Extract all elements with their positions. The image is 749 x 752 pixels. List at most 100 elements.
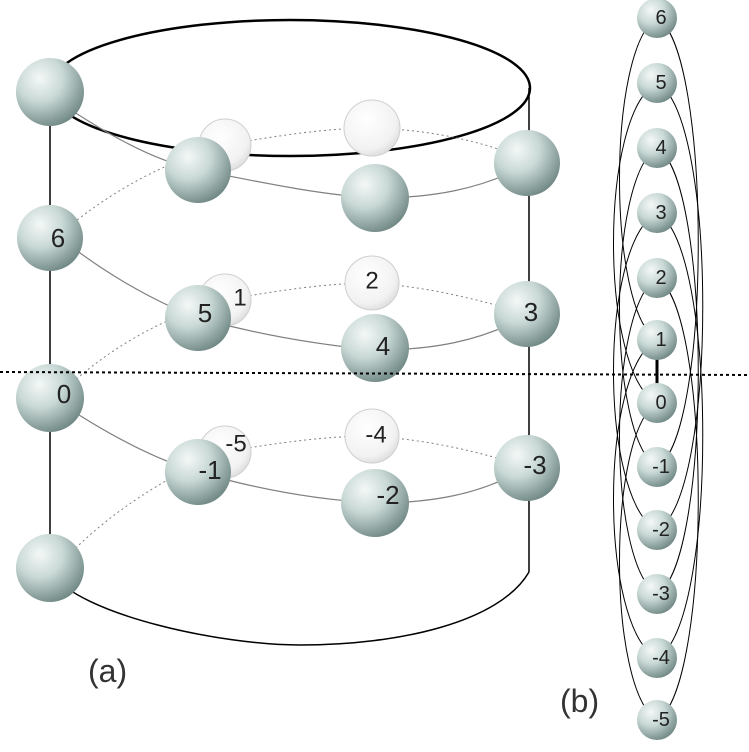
sphere (637, 0, 677, 38)
ball-label: 5 (198, 298, 212, 328)
ball-label: -1 (652, 456, 670, 478)
ball-back (343, 99, 401, 157)
sphere (637, 447, 677, 487)
chain-link (656, 17, 699, 468)
ball-label: 6 (655, 7, 666, 29)
b-ball-3: 3 (637, 193, 677, 233)
ball-label: 0 (655, 392, 666, 414)
chain-link (656, 147, 699, 595)
ball-label: 4 (376, 331, 390, 361)
sphere (165, 137, 231, 203)
b-ball-0: 0 (637, 383, 677, 423)
chain-link (656, 82, 704, 531)
sphere (637, 128, 677, 168)
ball--1: -1 (165, 439, 231, 505)
chain-link (613, 82, 658, 404)
ball (165, 137, 231, 203)
back-helix (57, 127, 528, 567)
sphere (637, 193, 677, 233)
ball-label: -2 (652, 519, 670, 541)
b-ball-2: 2 (637, 258, 677, 298)
ball-label: 6 (51, 223, 65, 253)
ball-back-2: 2 (344, 255, 400, 311)
cylinder (48, 18, 532, 646)
sphere (637, 63, 677, 103)
sphere (637, 320, 677, 360)
ball-label: 4 (655, 137, 666, 159)
ball-4: 4 (341, 314, 409, 382)
sphere (637, 700, 677, 740)
b-ball--2: -2 (637, 510, 677, 550)
ball-label: 3 (655, 202, 666, 224)
b-ball-5: 5 (637, 63, 677, 103)
cylinder-top-rim (48, 18, 532, 158)
ball-label: -1 (198, 455, 221, 485)
ball-label: -3 (652, 583, 670, 605)
ball (16, 58, 84, 126)
chain-link (619, 402, 658, 721)
chain-link (619, 277, 658, 595)
ball (494, 130, 560, 196)
chain-link (619, 147, 658, 468)
panel-a-caption: (a) (88, 653, 127, 689)
panel-b-links (613, 17, 704, 721)
ball-label: 1 (655, 329, 666, 351)
ball-back--4: -4 (344, 408, 400, 464)
sphere (637, 510, 677, 550)
panel-b-balls: 6 5 4 3 2 1 0 -1 -2 -3 -4 -5 (637, 0, 677, 740)
b-ball-1: 1 (637, 320, 677, 360)
chain-link (656, 212, 704, 659)
ball-label: -3 (523, 450, 546, 480)
cylinder-bottom-arc (49, 571, 530, 646)
ball-label: 5 (655, 72, 666, 94)
sphere (494, 435, 560, 501)
ball (341, 164, 409, 232)
ball-5: 5 (165, 285, 231, 351)
ball-label: 3 (524, 297, 538, 327)
ball-label: -2 (376, 480, 399, 510)
panel-b-caption: (b) (560, 683, 599, 719)
ball-label: -4 (365, 422, 386, 449)
ball-label: 2 (655, 267, 666, 289)
ball-6: 6 (17, 205, 83, 271)
chain-link (613, 339, 658, 659)
ball-3: 3 (494, 281, 560, 347)
sphere (16, 58, 84, 126)
ball-0: 0 (16, 364, 84, 432)
sphere (344, 255, 400, 311)
sphere (637, 258, 677, 298)
sphere (341, 164, 409, 232)
b-ball-6: 6 (637, 0, 677, 38)
ball-label: -5 (225, 431, 246, 458)
sphere (165, 285, 231, 351)
b-ball--5: -5 (637, 700, 677, 740)
b-ball--1: -1 (637, 447, 677, 487)
reference-line (0, 371, 749, 376)
sphere (16, 364, 84, 432)
sphere (637, 574, 677, 614)
panel-a: 1 2 -5 -4 6 5 4 3 0 -1 -2 -3 (a) (16, 18, 560, 689)
sphere (16, 534, 84, 602)
ball--2: -2 (341, 469, 409, 537)
panel-b: 6 5 4 3 2 1 0 -1 -2 -3 -4 -5 (b) (560, 0, 704, 740)
front-balls: 6 5 4 3 0 -1 -2 -3 (16, 58, 560, 602)
sphere (637, 383, 677, 423)
ball-label: -5 (652, 709, 670, 731)
sphere (494, 130, 560, 196)
ball-label: 1 (233, 285, 246, 312)
chain-link (656, 277, 699, 721)
ball--3: -3 (494, 435, 560, 501)
sphere (343, 99, 401, 157)
ball-label: 0 (57, 379, 71, 409)
b-ball--3: -3 (637, 574, 677, 614)
chain-link (619, 17, 658, 341)
chain-link (613, 212, 658, 531)
ball-label: 2 (365, 268, 378, 295)
sphere (165, 439, 231, 505)
sphere (341, 314, 409, 382)
sphere (341, 469, 409, 537)
sphere (344, 408, 400, 464)
b-ball-4: 4 (637, 128, 677, 168)
ball-label: -4 (652, 647, 670, 669)
